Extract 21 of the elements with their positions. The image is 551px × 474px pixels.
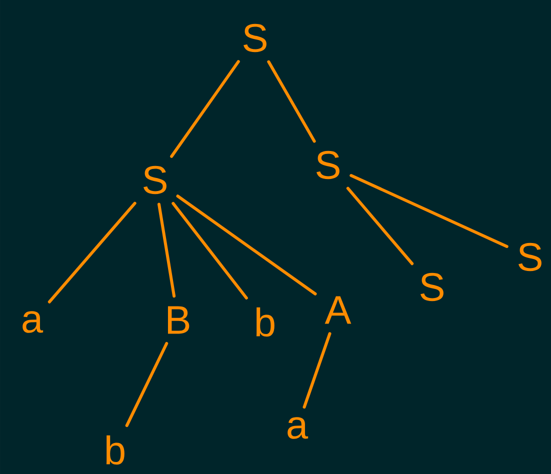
tree-symbol: S	[518, 242, 542, 272]
tree-symbol: S	[420, 272, 444, 302]
tree-line	[267, 60, 316, 143]
tree-symbol: B	[168, 306, 190, 334]
tree-line	[48, 202, 136, 304]
tree-line	[172, 202, 248, 300]
tree-line	[346, 186, 414, 266]
tree-symbol: S	[144, 166, 166, 194]
tree-line	[125, 342, 168, 428]
tree-symbol: A	[324, 296, 352, 324]
tree-line	[350, 174, 508, 248]
tree-symbol: b	[106, 435, 124, 465]
tree-line	[302, 332, 332, 409]
tree-line	[157, 202, 176, 298]
tree-line	[176, 194, 317, 296]
tree-symbol: S	[244, 24, 266, 52]
tree-symbol: b	[256, 307, 274, 337]
tree-symbol: a	[288, 417, 308, 439]
tree-symbol: S	[316, 150, 340, 180]
tree-line	[170, 60, 240, 158]
tree-symbol: a	[22, 311, 44, 333]
